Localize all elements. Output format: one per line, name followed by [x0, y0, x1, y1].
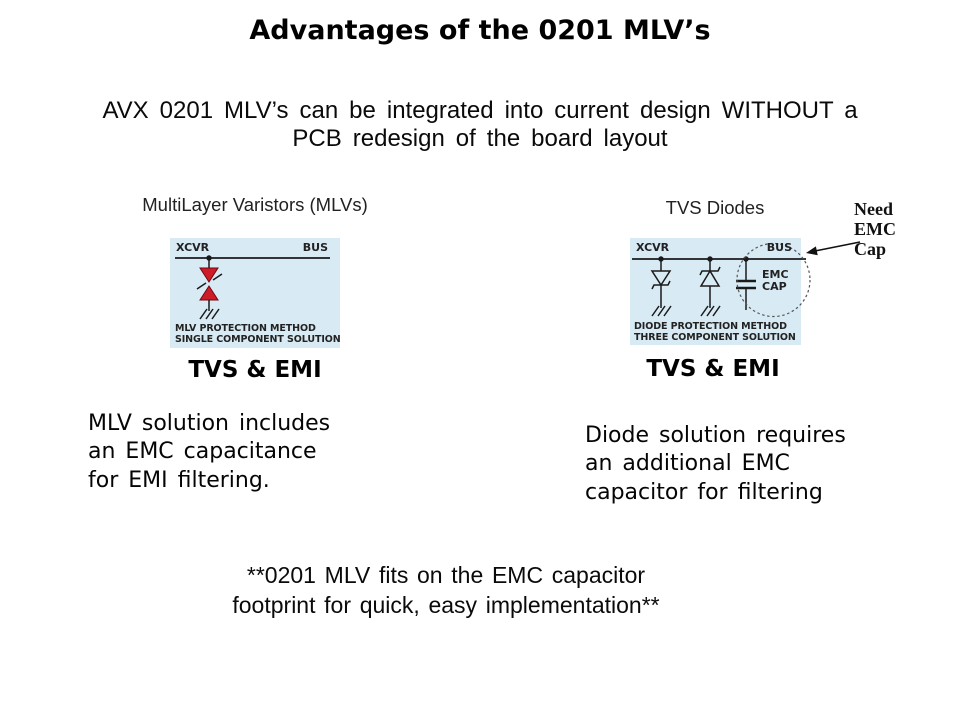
mlv-method-line-2: SINGLE COMPONENT SOLUTION [175, 334, 341, 345]
tvs-diode-symbol-2 [699, 259, 721, 308]
varistor-symbol [196, 258, 223, 311]
tvs-method-text: DIODE PROTECTION METHOD THREE COMPONENT … [634, 321, 796, 343]
tvs-description: Diode solution requires an additional EM… [585, 422, 846, 507]
mlv-xcvr-label: XCVR [176, 241, 210, 254]
mlv-desc-line-3: for EMI filtering. [88, 467, 270, 493]
mlv-desc-line-1: MLV solution includes [88, 411, 331, 436]
tvs-circuit-box: XCVR BUS EMC CAP DIODE PROTECTION METHOD… [630, 238, 811, 345]
tvs-circuit-diagram [632, 242, 811, 318]
ground-symbol [651, 305, 672, 317]
mlv-description: MLV solution includes an EMC capacitance… [88, 410, 330, 495]
mlv-bus-label: BUS [302, 241, 328, 254]
tvs-xcvr-label: XCVR [636, 241, 670, 254]
slide-subtitle: AVX 0201 MLV’s can be integrated into cu… [0, 97, 960, 153]
mlv-method-text: MLV PROTECTION METHOD SINGLE COMPONENT S… [175, 323, 341, 345]
tvs-desc-line-2: an additional EMC [585, 451, 790, 477]
mlv-caption: TVS & EMI [188, 357, 322, 383]
note-line-1: Need [854, 199, 893, 219]
footer-line-1: **0201 MLV fits on the EMC capacitor [246, 562, 646, 588]
note-line-3: Cap [854, 239, 887, 259]
tvs-method-line-1: DIODE PROTECTION METHOD [634, 321, 787, 332]
tvs-diode-symbol-1 [650, 259, 672, 308]
ground-symbol [199, 308, 220, 320]
mlv-method-line-1: MLV PROTECTION METHOD [175, 323, 316, 334]
need-emc-cap-arrow [806, 241, 861, 256]
tvs-bus-label: BUS [766, 241, 792, 254]
tvs-desc-line-3: capacitor for filtering [585, 479, 823, 505]
emc-cap-label-line-1: EMC [762, 268, 789, 281]
tvs-desc-line-1: Diode solution requires [585, 423, 846, 448]
subtitle-line-1: AVX 0201 MLV’s can be integrated into cu… [102, 97, 858, 124]
tvs-caption: TVS & EMI [646, 356, 780, 382]
mlv-circuit-diagram [175, 255, 330, 320]
footer-note: **0201 MLV fits on the EMC capacitor foo… [0, 561, 892, 620]
note-line-2: EMC [854, 219, 896, 239]
emc-cap-label-line-2: CAP [762, 279, 787, 293]
mlv-panel-heading: MultiLayer Varistors (MLVs) [142, 194, 368, 215]
tvs-panel-heading: TVS Diodes [665, 197, 765, 218]
ground-symbol [700, 305, 721, 317]
mlv-desc-line-2: an EMC capacitance [88, 439, 317, 465]
need-emc-cap-note: Need EMC Cap [854, 199, 896, 259]
mlv-circuit-box: XCVR BUS MLV PROTECTION METHOD SINGLE CO… [170, 238, 341, 348]
tvs-method-line-2: THREE COMPONENT SOLUTION [634, 332, 796, 343]
subtitle-line-2: PCB redesign of the board layout [292, 125, 668, 152]
emc-capacitor-symbol [736, 259, 756, 310]
emc-cap-label: EMC CAP [762, 269, 789, 292]
page-title: Advantages of the 0201 MLV’s [249, 15, 711, 46]
emc-highlight-circle [736, 242, 811, 318]
footer-line-2: footprint for quick, easy implementation… [232, 591, 660, 618]
